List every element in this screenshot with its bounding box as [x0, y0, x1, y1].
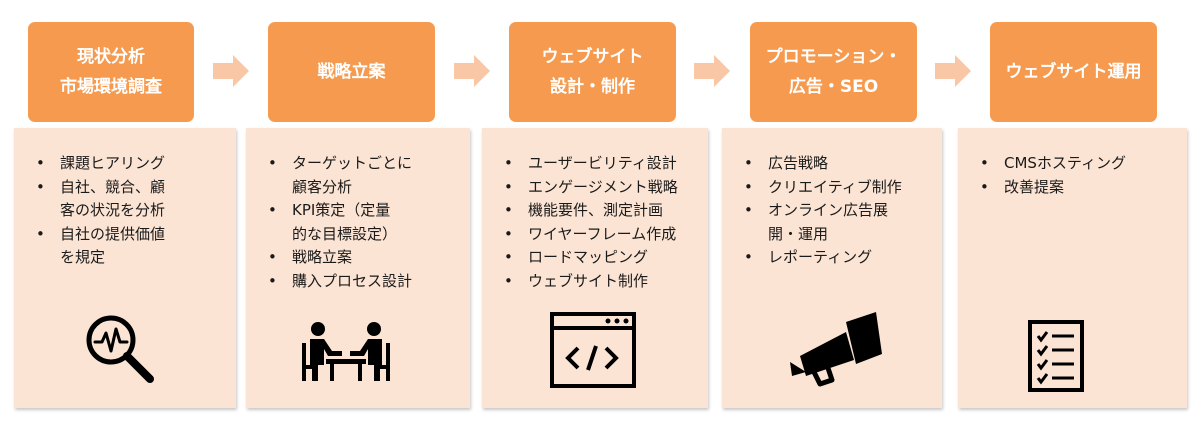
megaphone-icon	[790, 312, 882, 387]
list-item: 課題ヒアリング	[34, 152, 230, 176]
step-header-5: ウェブサイト運用	[990, 22, 1157, 122]
bullet-list: ユーザービリティ設計 エンゲージメント戦略 機能要件、測定計画 ワイヤーフレーム…	[502, 152, 702, 293]
list-item: 戦略立案	[266, 246, 464, 270]
code-window-icon	[550, 312, 636, 388]
step-header-2: 戦略立案	[268, 22, 435, 122]
step-title-line: 広告・SEO	[788, 77, 879, 97]
list-item: ロードマッピング	[502, 246, 702, 270]
list-item: 広告戦略	[742, 152, 936, 176]
arrow-right-icon	[213, 55, 249, 87]
step-title-line: 現状分析	[77, 47, 145, 67]
step-title-line: 戦略立案	[317, 62, 386, 82]
analysis-magnifier-icon	[86, 315, 154, 383]
list-item: 機能要件、測定計画	[502, 199, 702, 223]
list-item: エンゲージメント戦略	[502, 176, 702, 200]
meeting-people-icon	[302, 322, 390, 381]
list-item: ワイヤーフレーム作成	[502, 223, 702, 247]
step-header-3: ウェブサイト 設計・制作	[509, 22, 676, 122]
step-title-line: ウェブサイト	[541, 47, 644, 67]
arrow-right-icon	[694, 55, 730, 87]
step-title-line: プロモーション・	[765, 47, 902, 67]
list-item: 改善提案	[978, 176, 1181, 200]
list-item: CMSホスティング	[978, 152, 1181, 176]
step-header-1: 現状分析 市場環境調査	[28, 22, 194, 122]
step-card-3: ユーザービリティ設計 エンゲージメント戦略 機能要件、測定計画 ワイヤーフレーム…	[482, 128, 708, 408]
arrow-right-icon	[454, 55, 490, 87]
list-item: 購入プロセス設計	[266, 270, 464, 294]
step-header-4: プロモーション・ 広告・SEO	[750, 22, 917, 122]
step-title-line: 設計・制作	[550, 77, 635, 97]
list-item: ウェブサイト制作	[502, 270, 702, 294]
step-title-line: 市場環境調査	[60, 77, 162, 97]
list-item: レポーティング	[742, 246, 936, 270]
checklist-icon	[1028, 320, 1084, 392]
step-card-5: CMSホスティング 改善提案	[958, 128, 1187, 408]
arrow-right-icon	[935, 55, 971, 87]
list-item: クリエイティブ制作	[742, 176, 936, 200]
bullet-list: CMSホスティング 改善提案	[978, 152, 1181, 199]
list-item: ユーザービリティ設計	[502, 152, 702, 176]
step-title-line: ウェブサイト運用	[1005, 62, 1142, 82]
